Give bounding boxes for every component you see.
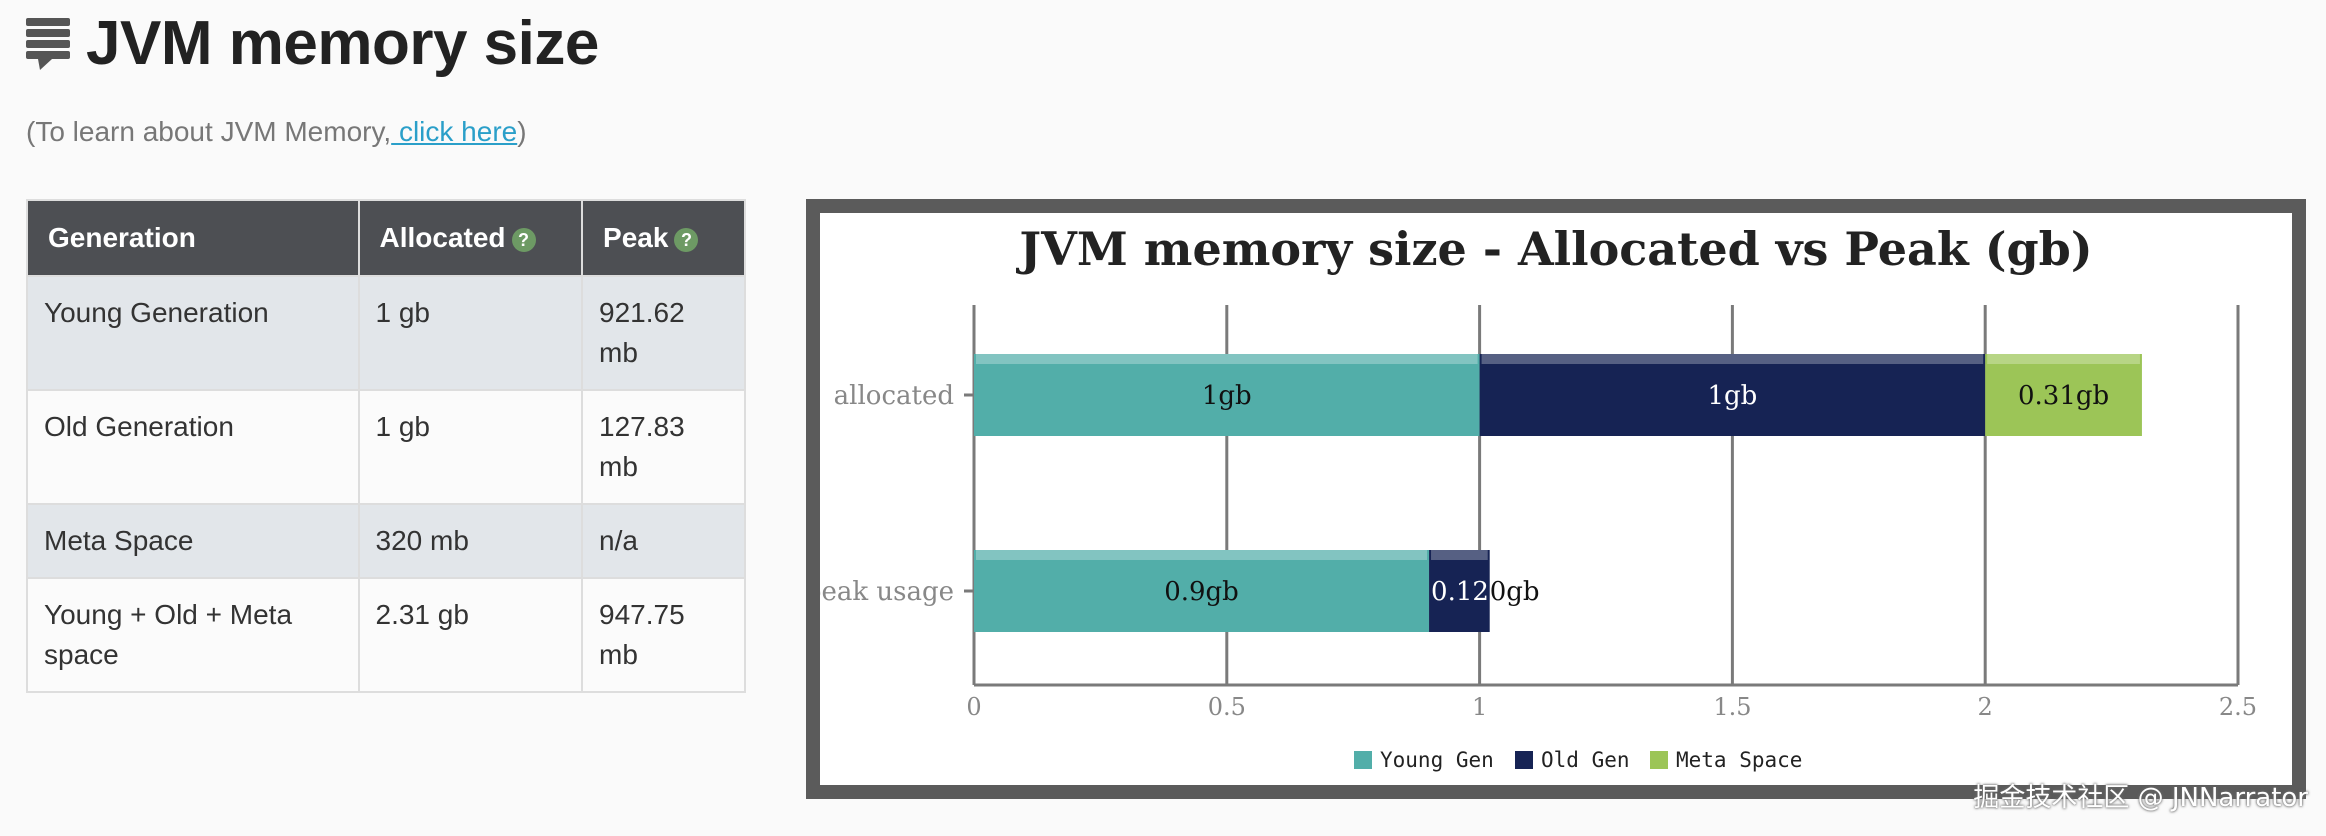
category-label: allocated bbox=[834, 381, 954, 411]
header-peak: Peak? bbox=[581, 199, 746, 277]
data-label: 1gb bbox=[1202, 381, 1252, 411]
memory-bar-chart: JVM memory size - Allocated vs Peak (gb)… bbox=[820, 222, 2257, 772]
header-peak-label: Peak bbox=[603, 222, 669, 253]
table-row: Meta Space 320 mb n/a bbox=[26, 503, 746, 579]
learn-suffix: ) bbox=[517, 116, 527, 147]
cell-allocated: 320 mb bbox=[357, 503, 584, 579]
cell-generation: Meta Space bbox=[26, 503, 360, 579]
cell-peak: 127.83 mb bbox=[581, 389, 746, 505]
cell-generation: Young Generation bbox=[26, 275, 360, 391]
bar-segment bbox=[1479, 354, 1986, 436]
memory-table: Generation Allocated? Peak? Young Genera… bbox=[26, 199, 746, 693]
cell-peak: n/a bbox=[581, 503, 746, 579]
table-header-row: Generation Allocated? Peak? bbox=[26, 199, 746, 277]
chart-title: JVM memory size - Allocated vs Peak (gb) bbox=[1015, 222, 2092, 276]
table-row: Young + Old + Meta space 2.31 gb 947.75 … bbox=[26, 577, 746, 693]
table-row: Young Generation 1 gb 921.62 mb bbox=[26, 275, 746, 391]
data-label: 0gb bbox=[1490, 577, 1540, 607]
legend-label: Young Gen bbox=[1380, 748, 1494, 772]
chart-panel: JVM memory size - Allocated vs Peak (gb)… bbox=[806, 199, 2306, 799]
bar-highlight bbox=[976, 550, 1428, 560]
page-title: JVM memory size bbox=[86, 9, 599, 78]
header-generation: Generation bbox=[26, 199, 360, 277]
chart-area: JVM memory size - Allocated vs Peak (gb)… bbox=[820, 213, 2292, 785]
x-tick-label: 2.5 bbox=[2219, 693, 2257, 721]
cell-allocated: 1 gb bbox=[357, 275, 584, 391]
x-tick-label: 2 bbox=[1978, 693, 1993, 721]
legend-swatch bbox=[1650, 751, 1668, 769]
legend-label: Old Gen bbox=[1541, 748, 1630, 772]
cell-peak: 921.62 mb bbox=[581, 275, 746, 391]
page-header: JVM memory size bbox=[26, 8, 599, 79]
bar-highlight bbox=[976, 354, 1478, 364]
learn-text: (To learn about JVM Memory, click here) bbox=[26, 116, 527, 148]
table-row: Old Generation 1 gb 127.83 mb bbox=[26, 389, 746, 505]
x-tick-label: 1 bbox=[1472, 693, 1487, 721]
bar-highlight bbox=[1431, 550, 1488, 560]
legend-swatch bbox=[1515, 751, 1533, 769]
bar-segment bbox=[974, 550, 1430, 632]
help-icon[interactable]: ? bbox=[674, 227, 699, 252]
cell-generation: Old Generation bbox=[26, 389, 360, 505]
legend-swatch bbox=[1354, 751, 1372, 769]
data-label: 0.12gb bbox=[1431, 577, 1522, 607]
click-here-link[interactable]: click here bbox=[391, 116, 518, 147]
bar-segment bbox=[1429, 550, 1490, 632]
server-list-icon bbox=[26, 17, 70, 70]
bar-highlight bbox=[1481, 354, 1984, 364]
x-tick-label: 1.5 bbox=[1713, 693, 1751, 721]
data-label: 0.9gb bbox=[1164, 577, 1239, 607]
data-label: 1gb bbox=[1707, 381, 1757, 411]
bar-segment bbox=[974, 354, 1480, 436]
header-allocated: Allocated? bbox=[357, 199, 584, 277]
header-allocated-label: Allocated bbox=[379, 222, 506, 253]
learn-prefix: (To learn about JVM Memory, bbox=[26, 116, 392, 147]
x-tick-label: 0 bbox=[966, 693, 981, 721]
cell-allocated: 2.31 gb bbox=[357, 577, 584, 693]
header-generation-label: Generation bbox=[48, 222, 196, 253]
category-label: peak usage bbox=[820, 577, 954, 607]
bar-highlight bbox=[1987, 354, 2140, 364]
data-label: 0.31gb bbox=[2018, 381, 2109, 411]
cell-generation: Young + Old + Meta space bbox=[26, 577, 360, 693]
watermark: 掘金技术社区 @ JNNarrator bbox=[1973, 783, 2308, 813]
cell-allocated: 1 gb bbox=[357, 389, 584, 505]
x-tick-label: 0.5 bbox=[1208, 693, 1246, 721]
legend-label: Meta Space bbox=[1676, 748, 1802, 772]
bar-segment bbox=[1985, 354, 2142, 436]
cell-peak: 947.75 mb bbox=[581, 577, 746, 693]
help-icon[interactable]: ? bbox=[511, 227, 536, 252]
